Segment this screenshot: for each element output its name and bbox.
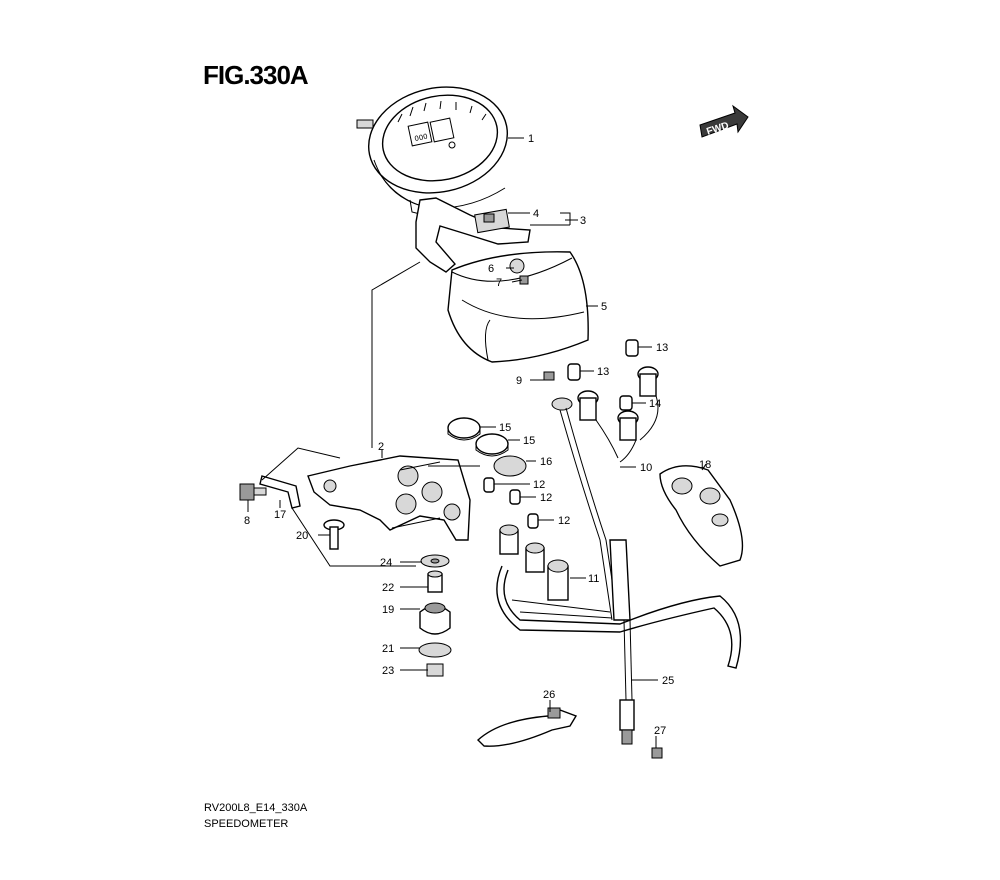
leader-lines [247,137,707,748]
figure-name: SPEEDOMETER [204,818,289,830]
part-label-15a: 15 [499,422,511,434]
nut-23 [426,663,444,677]
part-label-12c: 12 [558,515,570,527]
socket-harness-10 [551,366,659,621]
part-label-14: 14 [649,398,661,410]
part-label-6: 6 [488,263,494,275]
part-label-12b: 12 [540,492,552,504]
part-label-8: 8 [244,515,250,527]
bulb-12-a [483,477,495,493]
part-label-21: 21 [382,643,394,655]
bolt-8 [239,483,267,501]
bolt-20 [323,519,345,550]
part-label-20: 20 [296,530,308,542]
part-label-5: 5 [601,301,607,313]
part-label-15b: 15 [523,435,535,447]
part-label-2: 2 [378,441,384,453]
part-label-25: 25 [662,675,674,687]
part-label-12a: 12 [533,479,545,491]
bulb-13-a [625,339,639,357]
part-label-16: 16 [540,456,552,468]
part-label-11: 11 [588,573,599,585]
bulb-13-b [567,363,581,381]
part-label-26: 26 [543,689,555,701]
socket-harness-11 [496,524,742,669]
svg-text:000: 000 [414,133,429,144]
part-label-22: 22 [382,582,394,594]
cap-16 [493,455,527,477]
meter-bracket [307,455,471,541]
part-label-19: 19 [382,604,394,616]
bulb-14 [619,395,633,411]
part-label-4: 4 [533,208,539,220]
meter-mount-plate [415,197,531,273]
part-label-27: 27 [654,725,666,737]
part-label-24: 24 [380,557,392,569]
speedometer-cable-25 [619,619,635,745]
screw-9 [543,371,555,381]
meter-cover [447,251,589,363]
cap-15-upper [447,417,481,441]
part-label-1: 1 [528,133,534,145]
fwd-arrow-icon: FWD [699,104,749,138]
washer-21 [418,642,452,658]
part-label-17: 17 [274,509,286,521]
figure-title: FIG.330A [203,60,309,90]
cushion-19 [419,602,451,635]
bulb-12-b [509,489,521,505]
screw-27 [651,747,663,759]
part-label-10: 10 [640,462,652,474]
wire-clamp-26 [476,707,578,747]
speedometer-gauge: 000 [356,86,509,215]
washer-24 [420,554,450,568]
part-label-13b: 13 [597,366,609,378]
part-label-18: 18 [699,459,711,471]
part-labels: 1 2 3 4 5 6 7 8 9 10 11 12 12 12 13 13 1… [244,133,711,737]
bulb-12-c [527,513,539,529]
part-label-13a: 13 [656,342,668,354]
part-label-23: 23 [382,665,394,677]
part-label-7: 7 [496,277,502,289]
figure-code: RV200L8_E14_330A [204,802,308,814]
collar-22 [427,570,443,593]
socket-cover-18 [659,465,744,567]
part-label-9: 9 [516,375,522,387]
cap-15-lower [475,433,509,457]
part-label-3: 3 [580,215,586,227]
